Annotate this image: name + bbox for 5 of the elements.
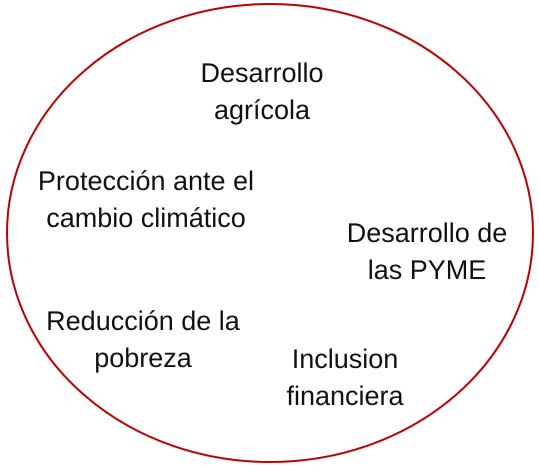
topic-label: Desarrollo de las PYME bbox=[346, 217, 508, 287]
topic-label: Desarrollo agrícola bbox=[199, 57, 325, 127]
topic-label: Inclusion financiera bbox=[285, 343, 405, 413]
topic-label: Reducción de la pobreza bbox=[46, 305, 240, 375]
topic-label: Protección ante el cambio climático bbox=[36, 165, 256, 235]
